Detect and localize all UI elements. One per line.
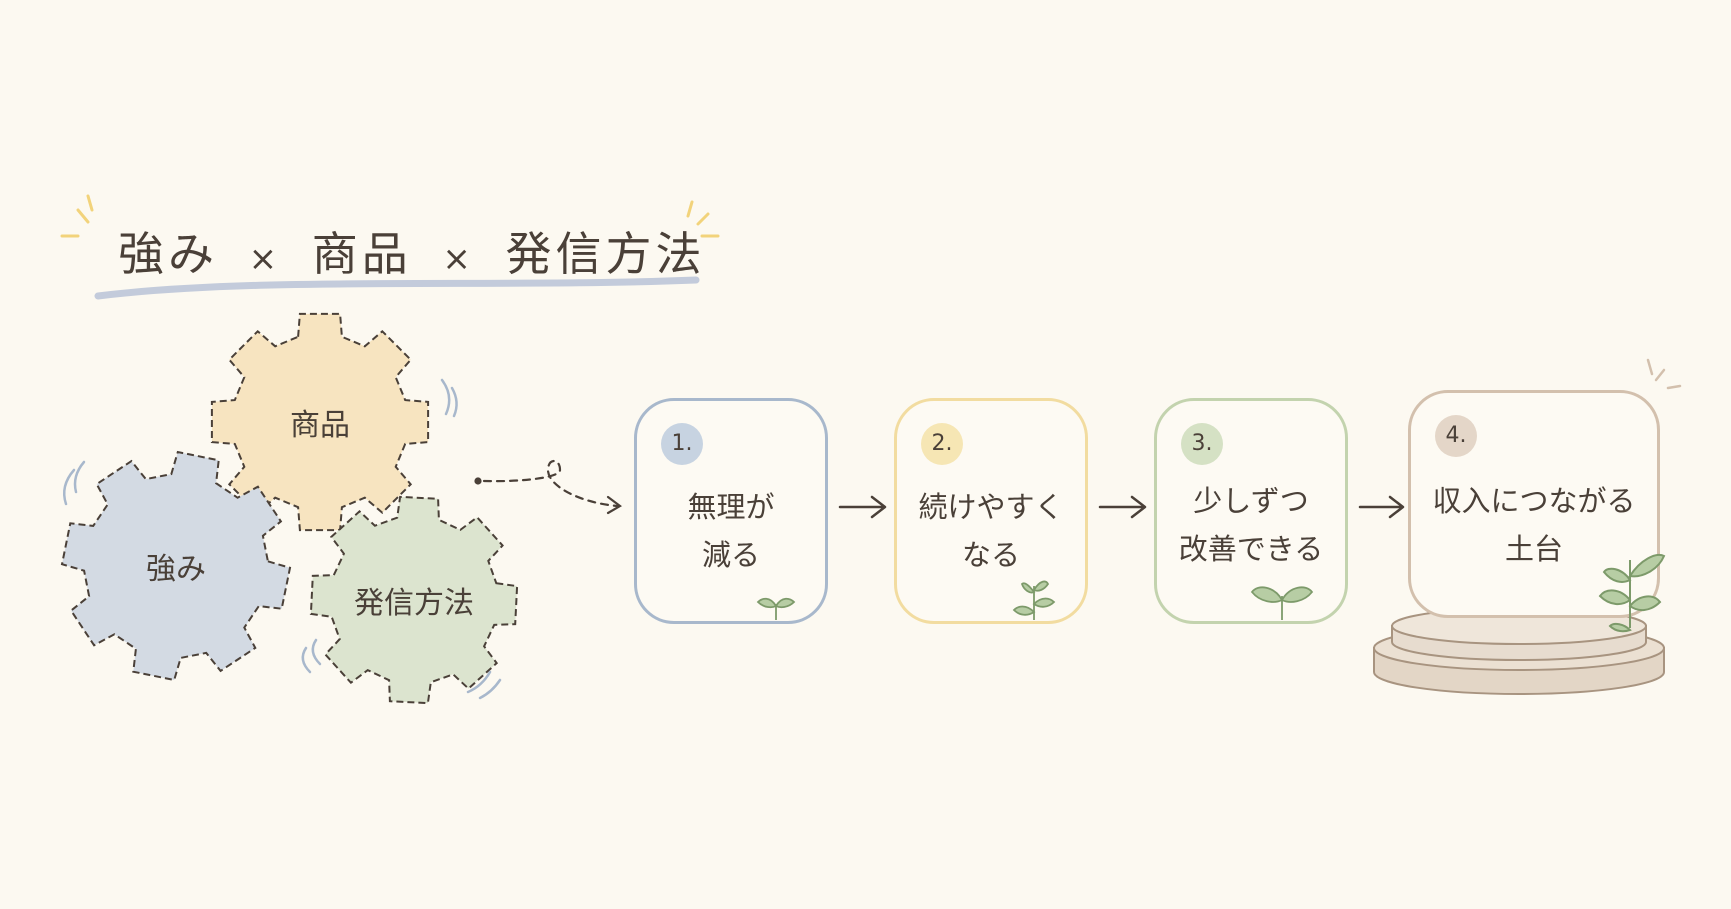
gear-label-product: 商品 bbox=[290, 408, 350, 443]
gear-product-icon bbox=[210, 312, 430, 532]
step-arrows bbox=[838, 495, 1405, 519]
step-text-1: 無理が 減る bbox=[637, 483, 825, 579]
step-text-2: 続けやすく なる bbox=[897, 483, 1085, 579]
step-number-badge-3: 3. bbox=[1181, 423, 1223, 465]
step-number-badge-2: 2. bbox=[921, 423, 963, 465]
dashed-loop-arrow bbox=[474, 459, 622, 515]
step-card-3: 3. 少しずつ 改善できる bbox=[1154, 398, 1348, 624]
gear-label-strength: 強み bbox=[146, 552, 206, 587]
arrow-1-to-2 bbox=[838, 495, 887, 519]
title-strength: 強み bbox=[118, 227, 218, 281]
title-product: 商品 bbox=[311, 227, 412, 281]
step-text-4: 収入につながる 土台 bbox=[1411, 477, 1657, 573]
gear-label-delivery: 発信方法 bbox=[354, 586, 474, 621]
step-2-line-2: なる bbox=[961, 538, 1020, 572]
title-underline bbox=[94, 276, 700, 300]
step-4-line-1: 収入につながる bbox=[1432, 484, 1636, 518]
step-1-line-1: 無理が bbox=[687, 490, 775, 524]
title-delivery: 発信方法 bbox=[505, 227, 706, 281]
step-card-4: 4. 収入につながる 土台 bbox=[1408, 390, 1660, 618]
page-title: 強み × 商品 × 発信方法 bbox=[118, 218, 706, 284]
step-4-line-2: 土台 bbox=[1504, 532, 1563, 566]
step-3-line-2: 改善できる bbox=[1178, 532, 1324, 566]
title-sparkle-right bbox=[686, 200, 720, 238]
gear-delivery-icon bbox=[309, 495, 519, 705]
step-card-2: 2. 続けやすく なる bbox=[894, 398, 1088, 624]
gear-motion-marks bbox=[63, 378, 502, 700]
arrow-2-to-3 bbox=[1098, 495, 1147, 519]
step-2-line-1: 続けやすく bbox=[918, 490, 1064, 524]
step-number-badge-1: 1. bbox=[661, 423, 703, 465]
step-card-1: 1. 無理が 減る bbox=[634, 398, 828, 624]
title-sparkle-left bbox=[60, 194, 94, 238]
gear-strength-icon bbox=[60, 450, 292, 682]
title-times-1: × bbox=[248, 239, 282, 279]
step-number-badge-4: 4. bbox=[1435, 415, 1477, 457]
step-3-line-1: 少しずつ bbox=[1193, 484, 1309, 518]
step-1-line-2: 減る bbox=[701, 538, 760, 572]
step-text-3: 少しずつ 改善できる bbox=[1157, 477, 1345, 573]
title-times-2: × bbox=[442, 239, 475, 279]
arrow-3-to-4 bbox=[1358, 495, 1405, 519]
pedestal-icon bbox=[1373, 607, 1665, 695]
card4-sparkle bbox=[1646, 358, 1682, 390]
